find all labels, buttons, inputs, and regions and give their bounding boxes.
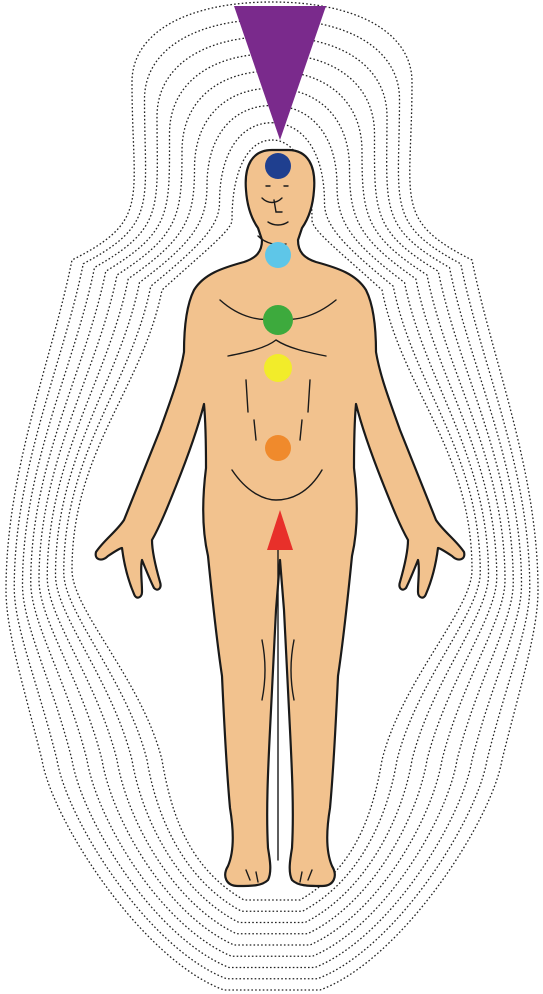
chakra-throat [265, 242, 291, 268]
chakra-heart [263, 305, 293, 335]
chakra-third-eye [265, 153, 291, 179]
chakra-solar-plexus [264, 354, 292, 382]
crown-beam [234, 6, 326, 140]
chakra-sacral [265, 435, 291, 461]
